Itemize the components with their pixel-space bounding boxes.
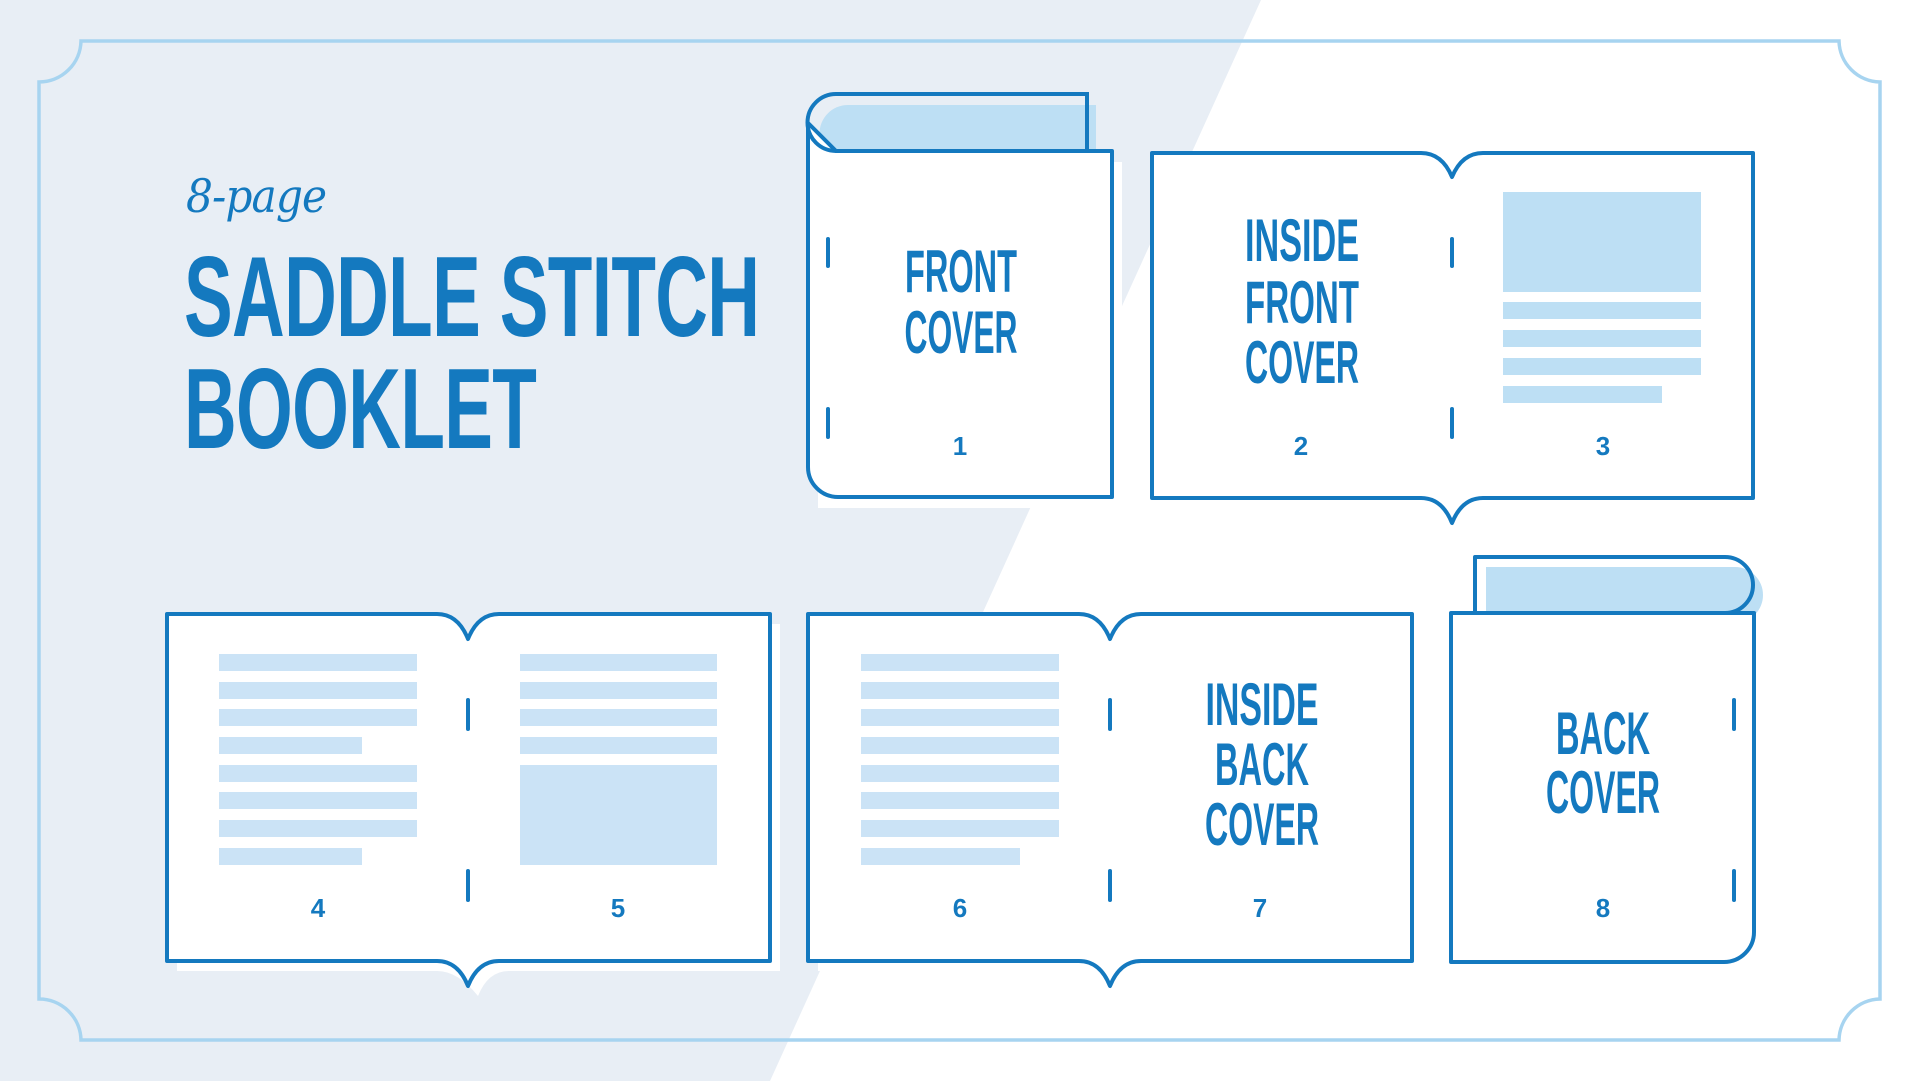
decorative-frame bbox=[37, 39, 1882, 1042]
page-8-back-cover: BACK COVER 8 bbox=[1449, 555, 1763, 964]
text-line-placeholder bbox=[1503, 302, 1701, 319]
text-line-placeholder bbox=[520, 682, 717, 699]
title-line-1: SADDLE STITCH bbox=[184, 234, 760, 361]
page-1-front-cover: FRONT COVER 1 bbox=[805, 92, 1122, 508]
text-line-placeholder bbox=[861, 682, 1059, 699]
text-line-placeholder bbox=[861, 820, 1059, 837]
page-label: COVER bbox=[905, 299, 1018, 366]
page-label: FRONT bbox=[1245, 269, 1359, 336]
text-line-placeholder bbox=[219, 820, 417, 837]
page-number: 6 bbox=[953, 893, 967, 923]
page-label: BACK bbox=[1215, 731, 1309, 798]
image-placeholder bbox=[1503, 192, 1701, 292]
page-label: COVER bbox=[1546, 759, 1660, 826]
text-line-placeholder bbox=[861, 709, 1059, 726]
page-label: BACK bbox=[1556, 700, 1650, 767]
page-number: 7 bbox=[1253, 893, 1267, 923]
spread-pages-2-3: INSIDE FRONT COVER 2 3 bbox=[1150, 151, 1763, 533]
page-label: FRONT bbox=[905, 238, 1017, 305]
text-line-placeholder bbox=[1503, 386, 1662, 403]
page-label: COVER bbox=[1205, 791, 1319, 858]
text-line-placeholder bbox=[219, 792, 417, 809]
text-line-placeholder bbox=[520, 737, 717, 754]
spread-pages-4-5: 4 5 bbox=[165, 612, 780, 996]
page-number: 3 bbox=[1596, 431, 1610, 461]
text-line-placeholder bbox=[861, 737, 1059, 754]
page-label: INSIDE bbox=[1245, 207, 1359, 274]
text-line-placeholder bbox=[861, 848, 1020, 865]
page-number: 1 bbox=[953, 431, 967, 461]
text-line-placeholder bbox=[1503, 358, 1701, 375]
page-number: 4 bbox=[311, 893, 326, 923]
text-line-placeholder bbox=[861, 654, 1059, 671]
text-line-placeholder bbox=[1503, 330, 1701, 347]
text-line-placeholder bbox=[520, 709, 717, 726]
text-line-placeholder bbox=[861, 765, 1059, 782]
text-line-placeholder bbox=[219, 682, 417, 699]
text-line-placeholder bbox=[219, 765, 417, 782]
subtitle: 8-page bbox=[186, 169, 327, 223]
page-number: 2 bbox=[1294, 431, 1308, 461]
text-line-placeholder bbox=[219, 654, 417, 671]
spread-pages-6-7: 6 INSIDE BACK COVER 7 bbox=[806, 612, 1422, 996]
text-line-placeholder bbox=[219, 737, 362, 754]
title-block: 8-page SADDLE STITCH BOOKLET bbox=[184, 169, 1083, 473]
text-line-placeholder bbox=[520, 654, 717, 671]
text-line-placeholder bbox=[861, 792, 1059, 809]
page-number: 5 bbox=[611, 893, 625, 923]
title-line-2: BOOKLET bbox=[184, 346, 537, 473]
page-label: COVER bbox=[1245, 329, 1359, 396]
text-line-placeholder bbox=[219, 848, 362, 865]
image-placeholder bbox=[520, 765, 717, 865]
page-number: 8 bbox=[1596, 893, 1610, 923]
page-label: INSIDE bbox=[1206, 671, 1319, 738]
text-line-placeholder bbox=[219, 709, 417, 726]
